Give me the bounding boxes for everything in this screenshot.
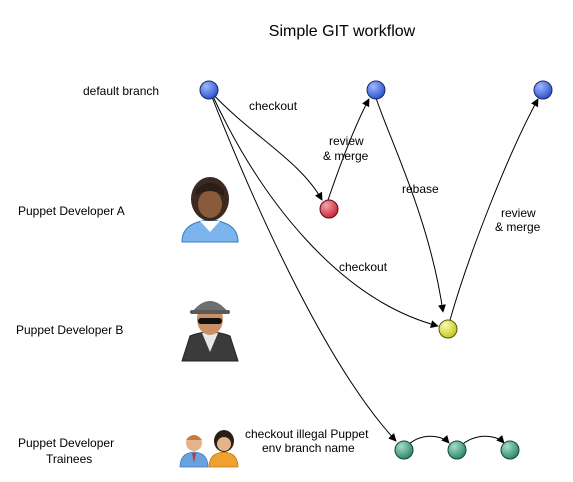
edge-checkout-to-dev-a (208, 89, 323, 201)
commit-node-default-1 (199, 80, 219, 100)
edge-label-checkout-mid: checkout (339, 260, 388, 274)
lane-label-default-branch: default branch (83, 84, 159, 98)
commit-node-default-2 (366, 80, 386, 100)
edge-label-illegal-line2: env branch name (262, 441, 355, 455)
developer-b-avatar (181, 301, 239, 362)
edge-label-review-b-line1: review (501, 206, 536, 220)
commit-node-trainee-1 (394, 440, 414, 460)
edge-label-review-b-line2: & merge (495, 220, 541, 234)
developer-a-avatar (181, 177, 239, 243)
lane-label-trainees-line2: Trainees (46, 452, 92, 466)
edge-review-merge-a (327, 98, 370, 201)
lane-label-developer-b: Puppet Developer B (16, 323, 123, 337)
edge-checkout-to-dev-b (209, 89, 439, 329)
commit-node-dev-b (438, 319, 458, 339)
edge-label-rebase: rebase (402, 182, 439, 196)
trainees-avatar (179, 430, 239, 468)
commit-node-default-3 (533, 80, 553, 100)
edge-review-merge-b (449, 98, 539, 321)
edge-checkout-illegal (209, 91, 397, 442)
commit-node-trainee-2 (447, 440, 467, 460)
commit-node-trainee-3 (500, 440, 520, 460)
edge-label-review-a-line2: & merge (323, 149, 369, 163)
lane-label-developer-a: Puppet Developer A (18, 204, 125, 218)
commit-node-dev-a (319, 199, 339, 219)
edge-label-illegal-line1: checkout illegal Puppet (245, 427, 369, 441)
edge-label-review-a-line1: review (329, 134, 364, 148)
lane-label-trainees-line1: Puppet Developer (18, 436, 114, 450)
edge-label-checkout-top: checkout (249, 99, 298, 113)
edge-rebase (375, 97, 446, 313)
diagram-title: Simple GIT workflow (269, 23, 416, 40)
